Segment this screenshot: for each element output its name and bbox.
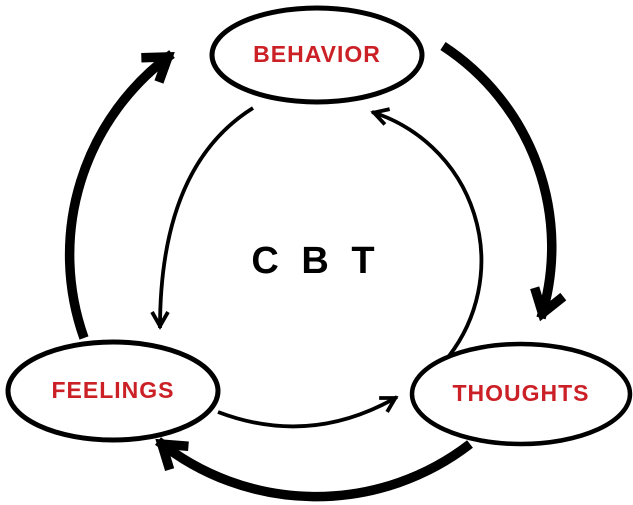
arrow-thoughts-to-feelings-outer <box>155 437 473 502</box>
arrow-feelings-to-behavior-outer <box>64 50 175 340</box>
thoughts-node <box>409 341 633 447</box>
feelings-label: FEELINGS <box>51 377 174 403</box>
arrow-behavior-to-feelings-inner <box>150 106 255 330</box>
arrow-feelings-to-thoughts-inner <box>217 395 399 429</box>
behavior-label: BEHAVIOR <box>253 41 381 67</box>
center-title: C B T <box>251 240 380 282</box>
arrow-thoughts-to-behavior-inner <box>370 107 484 358</box>
behavior-node <box>209 5 425 105</box>
feelings-node <box>5 339 221 443</box>
arrow-behavior-to-thoughts-outer <box>440 42 567 322</box>
thoughts-label: THOUGHTS <box>452 380 589 406</box>
